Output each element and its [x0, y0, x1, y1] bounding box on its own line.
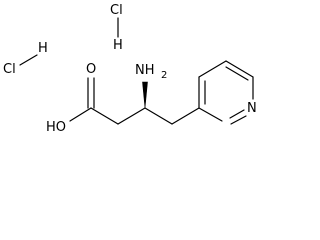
ring-bond-c2-n1: [198, 107, 223, 122]
hydrogen-label-right: H: [113, 38, 123, 53]
carboxylic-acid-group: O HO: [46, 62, 96, 135]
amine-label: NH: [135, 63, 155, 78]
ring-bond-n-c6: [230, 115, 247, 125]
pyridine-nitrogen-label: N: [247, 101, 257, 116]
stereo-wedge-bond: [142, 81, 148, 109]
hydrochloride-left: Cl H: [3, 41, 48, 77]
ring-bond-c5-c4: [225, 60, 254, 78]
ring-double-bond-inner-3: [229, 109, 245, 119]
hydrochloride-right: Cl H: [110, 3, 123, 53]
c4-ring-bond: [171, 107, 200, 125]
h-cl-bond-left: [19, 54, 38, 66]
oxygen-carbonyl-label: O: [86, 62, 96, 77]
hydroxyl-label: HO: [46, 120, 66, 135]
c2-c3-bond: [117, 107, 146, 125]
c-oh-bond: [69, 107, 92, 122]
ring-bond-c4-c3: [198, 60, 227, 78]
chlorine-label-right: Cl: [110, 3, 123, 18]
ring-double-bond-inner-2: [225, 66, 249, 81]
chemical-structure: Cl H Cl H O HO NH 2: [3, 3, 257, 135]
pyridine-ring: N: [198, 60, 257, 125]
hydrogen-label-left: H: [38, 41, 48, 56]
chlorine-label-left: Cl: [3, 62, 16, 77]
amine-subscript: 2: [161, 70, 167, 81]
c1-c2-bond: [90, 107, 119, 125]
carbon-backbone: [90, 107, 200, 125]
c3-c4-bond: [144, 107, 173, 125]
amine-group: NH 2: [135, 63, 167, 109]
